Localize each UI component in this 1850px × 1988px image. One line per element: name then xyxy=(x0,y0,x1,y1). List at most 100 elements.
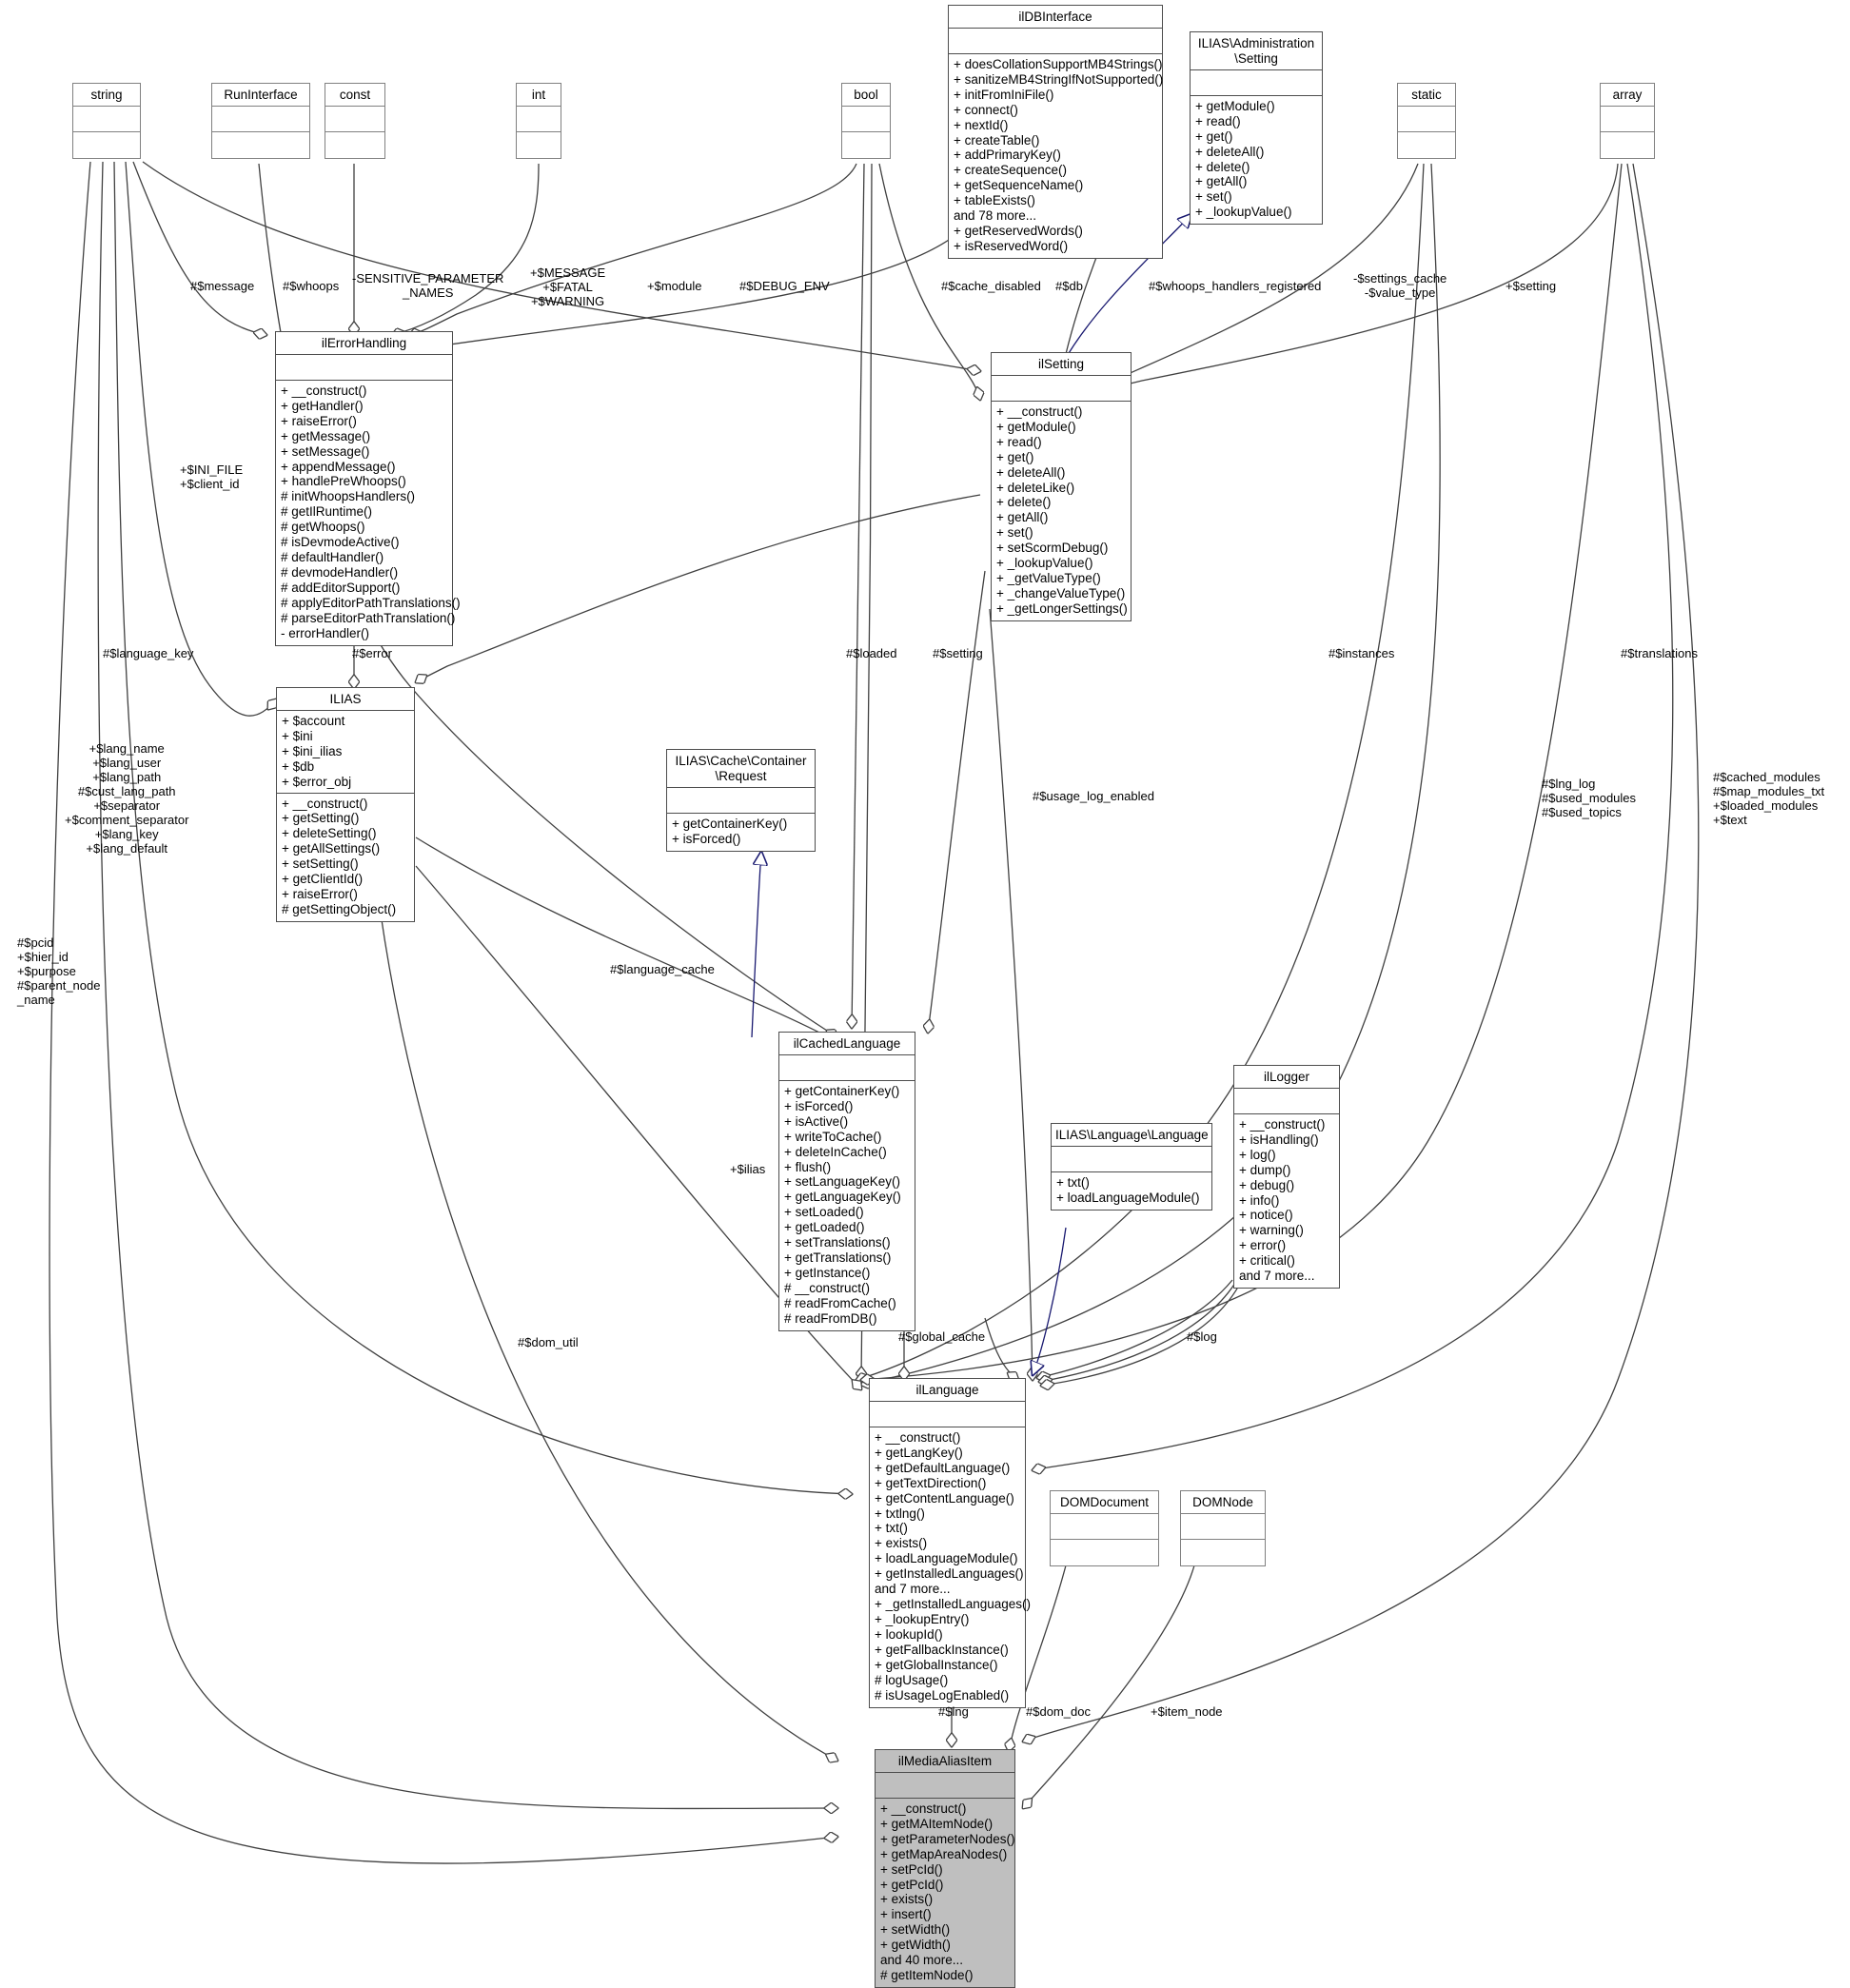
class-node-ildbinterface[interactable]: ilDBInterface + doesCollationSupportMB4S… xyxy=(948,5,1163,259)
class-attributes xyxy=(667,788,815,814)
class-member-row: + deleteAll() xyxy=(1195,144,1265,159)
class-member-row: + getAll() xyxy=(996,510,1049,525)
edge-label-message: #$message xyxy=(190,279,255,293)
class-attributes xyxy=(1234,1089,1339,1114)
class-member-row: + debug() xyxy=(1239,1177,1295,1192)
edge-label-dom-util: #$dom_util xyxy=(518,1335,579,1349)
class-operations: + txt()+ loadLanguageModule() xyxy=(1052,1172,1211,1210)
class-node-ilias-language-language[interactable]: ILIAS\Language\Language + txt()+ loadLan… xyxy=(1051,1123,1212,1211)
class-member-row: + _lookupValue() xyxy=(996,556,1093,571)
class-attributes xyxy=(876,1773,1014,1799)
class-member-row: + set() xyxy=(1195,189,1232,205)
class-member-row: + error() xyxy=(1239,1238,1287,1253)
class-member-row: + log() xyxy=(1239,1147,1276,1162)
edge-label-global-cache: #$global_cache xyxy=(898,1329,986,1344)
class-member-row: + delete() xyxy=(1195,159,1250,174)
class-member-row: + getMapAreaNodes() xyxy=(880,1846,1008,1861)
class-node-const[interactable]: const xyxy=(325,83,385,159)
edge-label-error: #$error xyxy=(352,646,392,660)
class-member-row: + setSetting() xyxy=(282,856,359,872)
class-node-runinterface[interactable]: RunInterface xyxy=(211,83,310,159)
class-member-row: + txt() xyxy=(1056,1174,1090,1190)
class-member-row: + warning() xyxy=(1239,1223,1304,1238)
class-member-row: + setMessage() xyxy=(281,443,370,459)
class-member-row: + setScormDebug() xyxy=(996,541,1109,556)
class-member-row: # applyEditorPathTranslations() xyxy=(281,595,461,610)
class-member-row: + connect() xyxy=(954,102,1018,117)
class-title: bool xyxy=(842,84,890,107)
class-title: static xyxy=(1398,84,1455,107)
class-member-row: + getTranslations() xyxy=(784,1250,892,1266)
class-member-row: + deleteLike() xyxy=(996,480,1075,495)
class-node-domnode[interactable]: DOMNode xyxy=(1180,1490,1266,1566)
class-node-ilmediaaliasitem[interactable]: ilMediaAliasItem + __construct()+ getMAI… xyxy=(875,1749,1015,1988)
edge-label-instances: #$instances xyxy=(1328,646,1395,660)
class-node-ilias-administration-setting[interactable]: ILIAS\Administration \Setting + getModul… xyxy=(1190,31,1323,226)
class-member-row: and 78 more... xyxy=(954,208,1037,224)
class-attributes xyxy=(1181,1514,1265,1540)
class-member-row: + set() xyxy=(996,525,1033,541)
class-operations xyxy=(1181,1540,1265,1565)
class-attributes xyxy=(517,107,561,132)
class-member-row: # devmodeHandler() xyxy=(281,564,399,580)
edge-label-cached-modules: #$cached_modules #$map_modules_txt +$loa… xyxy=(1713,770,1825,827)
class-title: ilSetting xyxy=(992,353,1131,376)
class-attributes xyxy=(212,107,309,132)
class-member-row: + getPcId() xyxy=(880,1877,944,1892)
class-member-row: + getReservedWords() xyxy=(954,224,1083,239)
class-member-row: + getWidth() xyxy=(880,1938,951,1953)
class-title: int xyxy=(517,84,561,107)
class-node-domdocument[interactable]: DOMDocument xyxy=(1050,1490,1159,1566)
class-member-row: + __construct() xyxy=(282,796,368,811)
class-operations xyxy=(325,132,384,158)
class-member-row: + getLoaded() xyxy=(784,1220,865,1235)
edge-label-ilias-ref: +$ilias xyxy=(730,1162,766,1176)
class-attributes xyxy=(73,107,140,132)
class-title: ilLanguage xyxy=(870,1379,1025,1402)
class-operations xyxy=(517,132,561,158)
class-member-row: - errorHandler() xyxy=(281,625,370,640)
class-attributes xyxy=(1191,70,1322,96)
class-member-row: + doesCollationSupportMB4Strings() xyxy=(954,56,1163,71)
class-member-row: + initFromIniFile() xyxy=(954,87,1054,102)
class-node-static[interactable]: static xyxy=(1397,83,1456,159)
class-node-ilsetting[interactable]: ilSetting + __construct()+ getModule()+ … xyxy=(991,352,1132,621)
class-node-illanguage[interactable]: ilLanguage + __construct()+ getLangKey()… xyxy=(869,1378,1031,1708)
class-node-string[interactable]: string xyxy=(72,83,141,159)
class-node-ilias-cache-container-request[interactable]: ILIAS\Cache\Container \Request + getCont… xyxy=(666,749,816,852)
class-member-row: + setTranslations() xyxy=(784,1235,891,1250)
class-node-int[interactable]: int xyxy=(516,83,561,159)
class-node-ilcachedlanguage[interactable]: ilCachedLanguage + getContainerKey()+ is… xyxy=(778,1032,915,1331)
class-operations xyxy=(73,132,140,158)
class-node-ilerrorhandling[interactable]: ilErrorHandling + __construct()+ getHand… xyxy=(275,331,461,646)
class-member-row: # isUsageLogEnabled() xyxy=(875,1687,1010,1703)
class-member-row: + __construct() xyxy=(875,1429,961,1445)
class-attributes xyxy=(779,1055,915,1081)
class-member-row: + deleteInCache() xyxy=(784,1144,887,1159)
class-member-row: + createTable() xyxy=(954,132,1040,148)
class-node-bool[interactable]: bool xyxy=(841,83,891,159)
class-member-row: + $error_obj xyxy=(282,774,352,789)
class-node-ilias[interactable]: ILIAS + $account+ $ini+ $ini_ilias+ $db+… xyxy=(276,687,415,922)
class-title: ilDBInterface xyxy=(949,6,1162,29)
class-node-illogger[interactable]: ilLogger + __construct()+ isHandling()+ … xyxy=(1233,1065,1340,1289)
class-member-row: + read() xyxy=(1195,113,1241,128)
class-attributes xyxy=(842,107,890,132)
class-node-array[interactable]: array xyxy=(1600,83,1655,159)
class-attributes xyxy=(1601,107,1654,132)
class-member-row: + setWidth() xyxy=(880,1922,951,1938)
class-member-row: # __construct() xyxy=(784,1280,871,1295)
class-operations: + __construct()+ getSetting()+ deleteSet… xyxy=(277,794,414,921)
edge-label-settings-cache-value-type: -$settings_cache -$value_type xyxy=(1353,271,1447,300)
edge-label-usage-log-enabled: #$usage_log_enabled xyxy=(1033,789,1154,803)
class-member-row: + raiseError() xyxy=(282,887,358,902)
class-member-row: + delete() xyxy=(996,495,1052,510)
class-member-row: # isDevmodeActive() xyxy=(281,535,400,550)
class-member-row: + _getValueType() xyxy=(996,571,1101,586)
class-member-row: + __construct() xyxy=(996,404,1083,419)
class-member-row: # initWhoopsHandlers() xyxy=(281,489,416,504)
class-member-row: + getFallbackInstance() xyxy=(875,1642,1009,1657)
class-member-row: + appendMessage() xyxy=(281,459,396,474)
class-member-row: + writeToCache() xyxy=(784,1129,882,1144)
